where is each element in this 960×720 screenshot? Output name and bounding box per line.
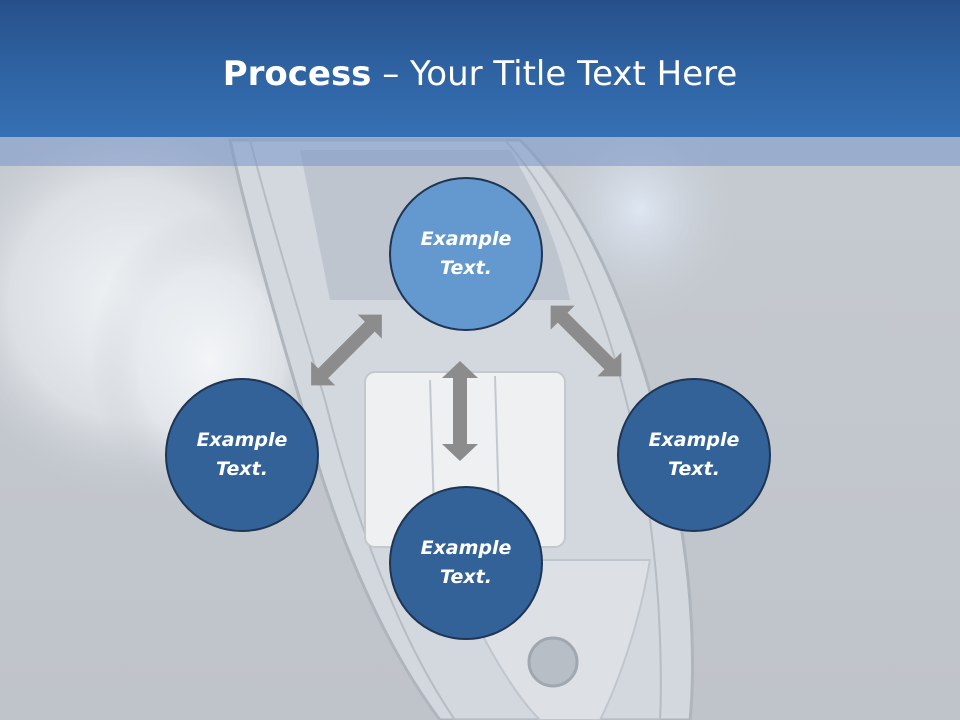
circle-top-line1: Example [420,228,512,250]
double-arrow-icon-top-left [311,314,382,386]
page-title-rest: – Your Title Text Here [371,54,738,94]
page-title-bold: Process [222,54,372,94]
circle-right-line1: Example [648,429,740,451]
double-arrow-icon-top-right [550,305,622,377]
circle-left-line2: Text. [216,458,268,480]
title-divider-strip [0,137,960,166]
circle-bottom-line2: Text. [440,566,492,588]
double-arrow-icon-vertical [442,361,478,461]
circle-right-line2: Text. [668,458,720,480]
circle-bottom-line1: Example [420,537,512,559]
circle-left-line1: Example [196,429,288,451]
circle-top-line2: Text. [440,257,492,279]
title-bar [0,0,960,137]
page-title: Process – Your Title Text Here [0,52,960,96]
